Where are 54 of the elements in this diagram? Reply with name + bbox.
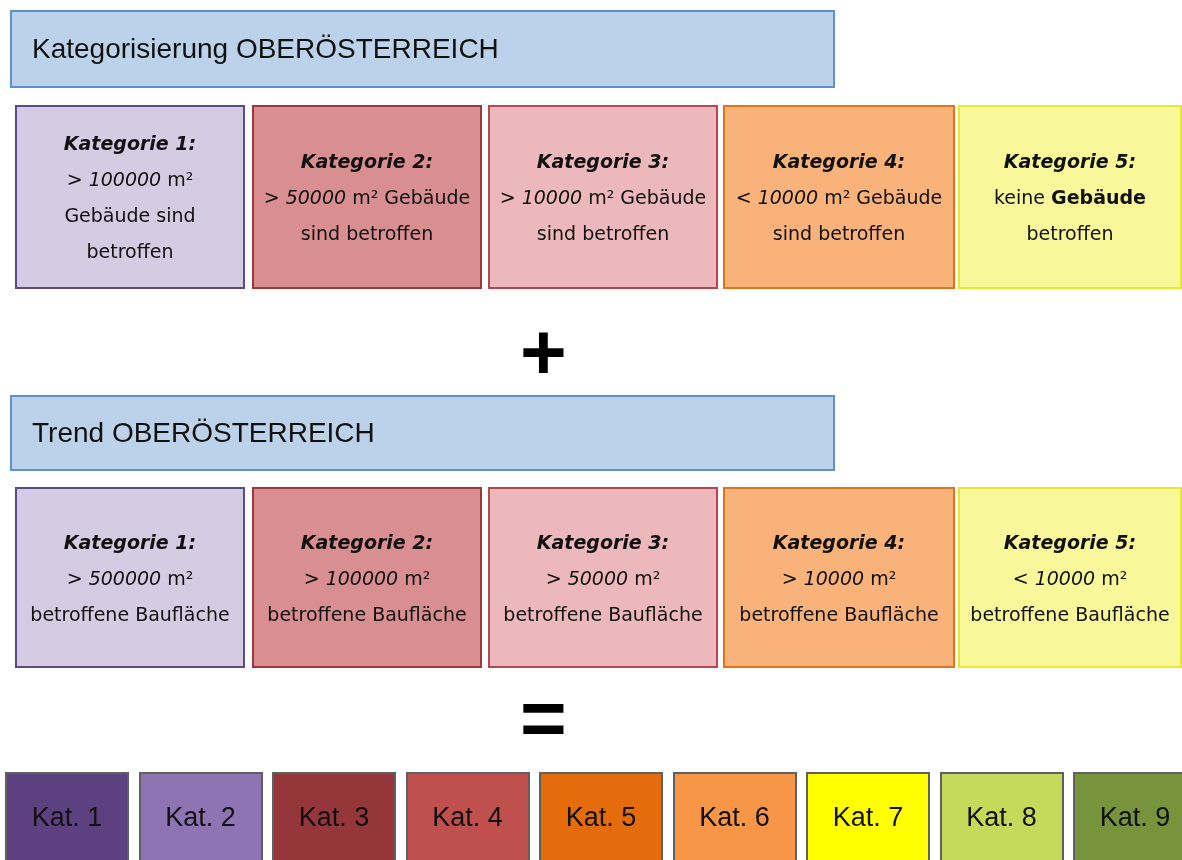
category-title: Kategorie 2: [300, 529, 434, 555]
category-card [252, 487, 482, 668]
class-label: Kat. 1 [31, 801, 103, 833]
category-description: > 50000 m² Gebäude sind betroffen [262, 185, 472, 246]
class-tile [138, 772, 263, 860]
category-description: > 50000 m² betroffene Baufläche [502, 565, 704, 627]
category-title: Kategorie 4: [772, 529, 906, 555]
class-label: Kat. 8 [966, 801, 1037, 833]
category-card [958, 487, 1182, 668]
category-card [958, 105, 1182, 289]
class-tile [539, 772, 663, 860]
category-description: > 100000 m² betroffene Baufläche [266, 565, 468, 627]
category-description: > 500000 m² betroffene Baufläche [29, 565, 231, 627]
category-description: < 10000 m² Gebäude sind betroffen [734, 185, 944, 246]
category-title: Kategorie 4: [772, 149, 906, 174]
class-tile [672, 772, 797, 860]
category-title: Kategorie 2: [300, 149, 434, 174]
class-label: Kat. 6 [699, 801, 770, 833]
category-description: > 10000 m² Gebäude sind betroffen [498, 185, 708, 246]
category-card [488, 105, 718, 289]
heading-text: Trend OBERÖSTERREICH [32, 417, 375, 449]
heading-bar [10, 395, 835, 471]
class-tile [939, 772, 1064, 860]
category-description: < 10000 m² betroffene Baufläche [969, 565, 1171, 627]
category-card [488, 487, 718, 668]
plus-sign: + [520, 312, 567, 392]
category-card [252, 105, 482, 289]
heading-text: Kategorisierung OBERÖSTERREICH [32, 33, 499, 65]
category-title: Kategorie 5: [1003, 149, 1137, 174]
category-title: Kategorie 1: [63, 529, 197, 555]
class-tile [272, 772, 396, 860]
class-label: Kat. 4 [432, 801, 503, 833]
class-tile [1073, 772, 1182, 860]
category-card [15, 105, 245, 289]
class-tile [405, 772, 530, 860]
category-card [723, 487, 955, 668]
class-label: Kat. 9 [1099, 801, 1171, 833]
category-title: Kategorie 3: [536, 149, 670, 174]
category-title: Kategorie 3: [536, 529, 670, 555]
category-description: > 10000 m² betroffene Baufläche [738, 565, 940, 627]
category-title: Kategorie 5: [1003, 529, 1137, 555]
class-label: Kat. 7 [832, 801, 904, 833]
category-title: Kategorie 1: [63, 131, 197, 156]
category-card [15, 487, 245, 668]
class-tile [5, 772, 129, 860]
category-card [723, 105, 955, 289]
heading-bar [10, 10, 835, 88]
class-label: Kat. 5 [565, 801, 637, 833]
category-description: > 100000 m² Gebäude sind betroffen [63, 167, 197, 264]
equals-sign: = [520, 678, 567, 758]
class-label: Kat. 2 [165, 801, 236, 833]
class-tile [806, 772, 930, 860]
category-description: keine Gebäude betroffen [993, 185, 1147, 246]
class-label: Kat. 3 [298, 801, 370, 833]
